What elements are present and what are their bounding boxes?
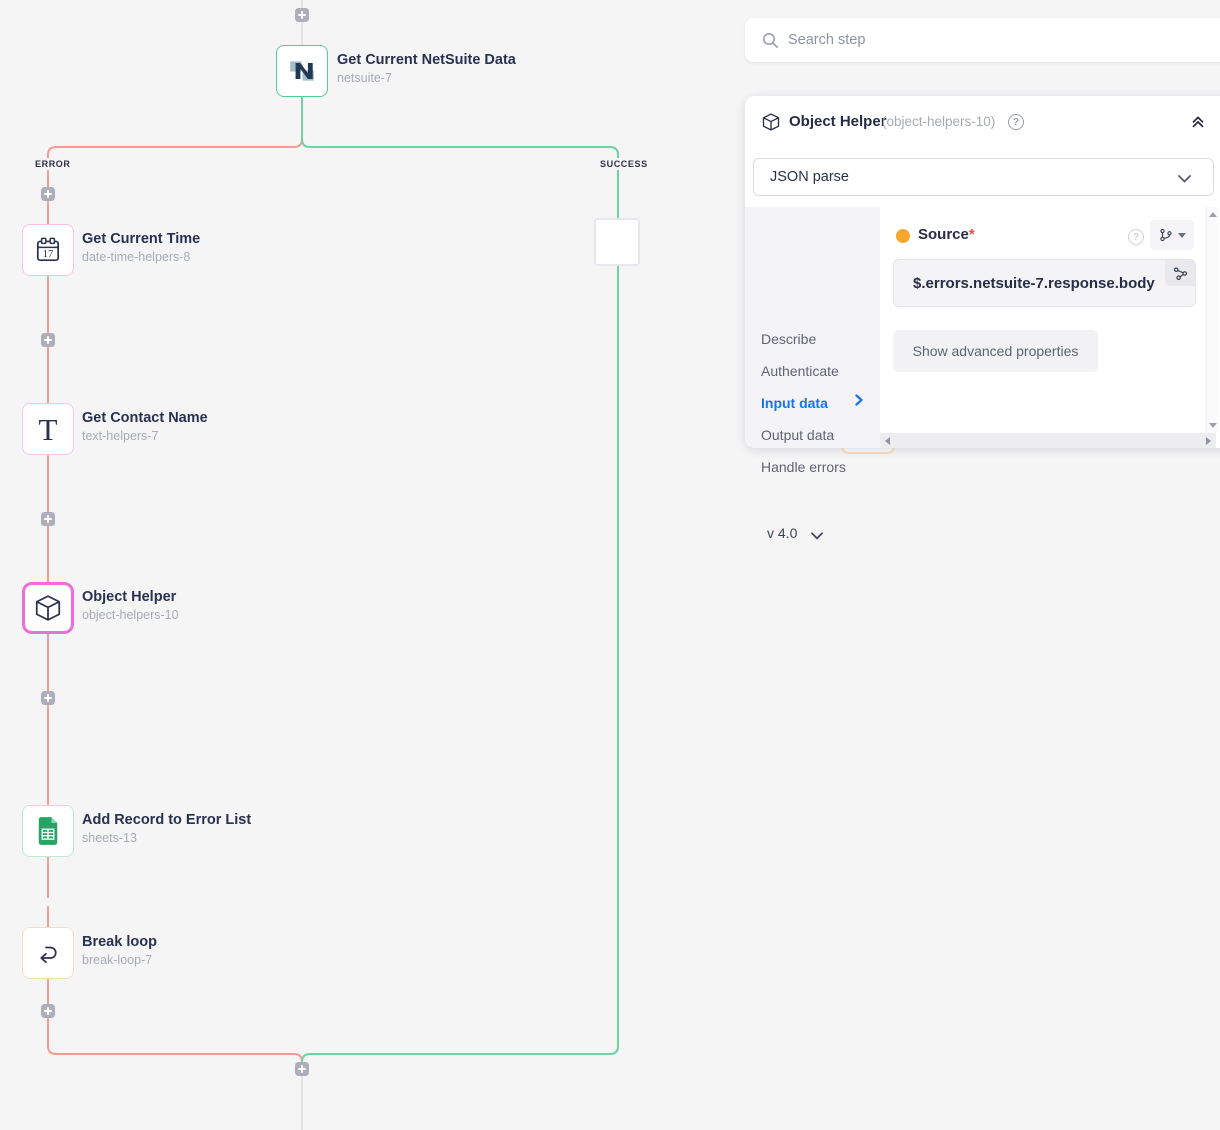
cube-icon [35, 595, 61, 621]
node-date-time-meta: Get Current Time date-time-helpers-8 [82, 230, 200, 266]
node-subtitle: date-time-helpers-8 [82, 250, 191, 264]
node-text-helper-meta: Get Contact Name text-helpers-7 [82, 409, 208, 445]
branch-icon [1159, 228, 1172, 242]
node-subtitle: text-helpers-7 [82, 429, 159, 443]
operation-select[interactable]: JSON parse [753, 158, 1214, 196]
node-text-helper[interactable]: T [22, 403, 74, 455]
scroll-down-arrow[interactable] [1209, 423, 1217, 428]
tab-describe[interactable]: Describe [761, 331, 817, 347]
success-branch-line [301, 138, 619, 1063]
text-helper-icon: T [38, 411, 58, 447]
version-label: v 4.0 [767, 525, 798, 541]
add-step-button[interactable] [41, 512, 55, 526]
tab-handle-errors[interactable]: Handle errors [761, 459, 846, 475]
panel-header: Object Helper (object-helpers-10) ? [745, 96, 1220, 148]
search-bar [745, 18, 1220, 62]
node-sheets[interactable] [22, 805, 74, 857]
chevron-right-icon [855, 394, 863, 406]
required-status-dot [896, 229, 910, 243]
node-title: Get Current NetSuite Data [337, 52, 516, 68]
chevron-down-icon [1178, 175, 1191, 183]
caret-down-icon [1177, 232, 1186, 238]
node-date-time-helper[interactable]: 17 [22, 224, 74, 276]
data-mapper-icon [1173, 266, 1187, 280]
break-loop-icon [40, 946, 57, 964]
source-field-label: Source* [918, 226, 975, 243]
add-step-button[interactable] [41, 187, 55, 201]
empty-node-placeholder[interactable] [594, 218, 640, 266]
node-title: Add Record to Error List [82, 812, 252, 828]
show-advanced-properties-button[interactable]: Show advanced properties [893, 330, 1098, 372]
node-subtitle: netsuite-7 [337, 71, 392, 85]
collapse-panel-icon[interactable] [1189, 112, 1207, 130]
search-input[interactable] [788, 32, 1168, 48]
cube-icon [762, 113, 780, 131]
required-asterisk: * [968, 226, 975, 243]
vertical-scrollbar[interactable] [1206, 207, 1218, 433]
node-sheets-meta: Add Record to Error List sheets-13 [82, 811, 251, 847]
node-title: Get Contact Name [82, 410, 208, 426]
line-gap [45, 898, 51, 906]
node-netsuite-meta: Get Current NetSuite Data netsuite-7 [337, 51, 516, 87]
google-sheets-icon [38, 817, 58, 845]
node-object-helper-meta: Object Helper object-helpers-10 [82, 588, 179, 624]
netsuite-icon [290, 61, 314, 81]
horizontal-scrollbar[interactable] [880, 433, 1216, 448]
svg-text:17: 17 [43, 248, 54, 260]
add-step-button[interactable] [41, 1004, 55, 1018]
node-subtitle: object-helpers-10 [82, 608, 179, 622]
connect-data-button[interactable] [1165, 260, 1195, 286]
panel-tab-rail: Describe Authenticate Input data Output … [745, 207, 880, 541]
node-subtitle: break-loop-7 [82, 953, 153, 967]
add-step-button[interactable] [295, 1062, 309, 1076]
source-input[interactable]: $.errors.netsuite-7.response.body [893, 259, 1196, 307]
add-step-button[interactable] [41, 333, 55, 347]
calendar-icon: 17 [36, 237, 60, 262]
add-step-button[interactable] [41, 691, 55, 705]
version-picker[interactable]: v 4.0 [767, 525, 824, 541]
help-icon[interactable]: ? [1008, 112, 1024, 130]
node-title: Get Current Time [82, 231, 201, 247]
node-object-helper[interactable] [22, 582, 74, 634]
scroll-left-arrow[interactable] [885, 437, 890, 445]
tab-authenticate[interactable]: Authenticate [761, 363, 839, 379]
search-icon [763, 32, 778, 48]
tab-output-data[interactable]: Output data [761, 427, 835, 443]
node-break-loop[interactable] [22, 927, 74, 979]
panel-title: Object Helper [789, 113, 887, 130]
error-branch-label: ERROR [32, 158, 74, 170]
node-break-loop-meta: Break loop break-loop-7 [82, 933, 157, 969]
step-properties-panel: Object Helper (object-helpers-10) ? JSON… [745, 96, 1220, 541]
operation-select-value: JSON parse [770, 169, 849, 185]
source-input-value: $.errors.netsuite-7.response.body [913, 275, 1155, 292]
node-title: Object Helper [82, 589, 177, 605]
success-branch-label: SUCCESS [597, 158, 651, 170]
panel-step-id: (object-helpers-10) [882, 114, 996, 129]
node-subtitle: sheets-13 [82, 831, 137, 845]
scroll-up-arrow[interactable] [1209, 212, 1217, 217]
input-data-content: Source* ? $.errors.netsuite-7.response.b… [880, 207, 1220, 448]
tab-input-data[interactable]: Input data [761, 395, 828, 411]
node-title: Break loop [82, 934, 157, 950]
add-step-button[interactable] [295, 8, 309, 22]
chevron-down-icon [811, 532, 824, 540]
node-netsuite[interactable] [276, 45, 328, 97]
field-mode-dropdown[interactable] [1150, 220, 1194, 250]
scroll-right-arrow[interactable] [1206, 437, 1211, 445]
field-help-icon[interactable]: ? [1128, 227, 1144, 245]
